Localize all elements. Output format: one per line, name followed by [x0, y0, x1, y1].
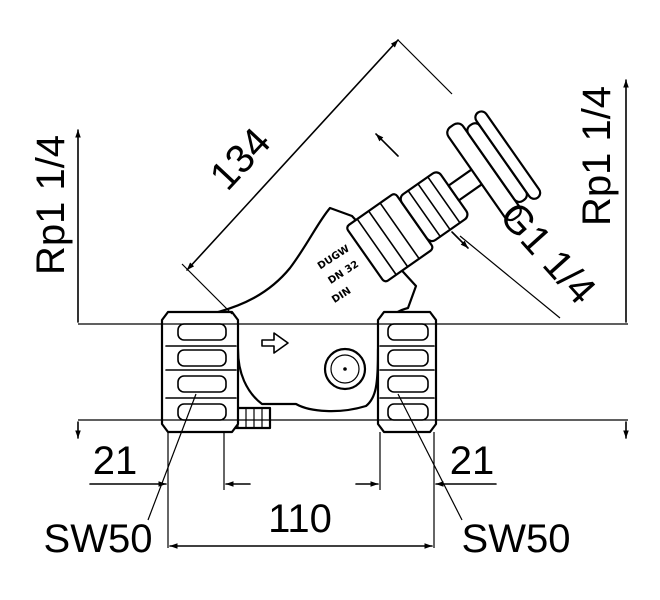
dimension-thread-left: Rp1 1/4	[29, 135, 73, 275]
wrench-size-right: SW50	[462, 517, 571, 561]
wrench-size-left: SW50	[44, 517, 153, 561]
dimension-lines	[75, 39, 629, 549]
dimension-thread-right: Rp1 1/4	[575, 86, 619, 226]
handwheel	[446, 110, 542, 222]
dimension-21-left: 21	[93, 439, 138, 483]
left-hex-connection	[160, 310, 240, 434]
flow-arrow-icon	[261, 332, 289, 354]
dimension-134: 134	[202, 120, 280, 199]
dimension-21-right: 21	[450, 439, 495, 483]
right-hex-connection	[376, 310, 438, 434]
dimension-110: 110	[268, 497, 332, 541]
